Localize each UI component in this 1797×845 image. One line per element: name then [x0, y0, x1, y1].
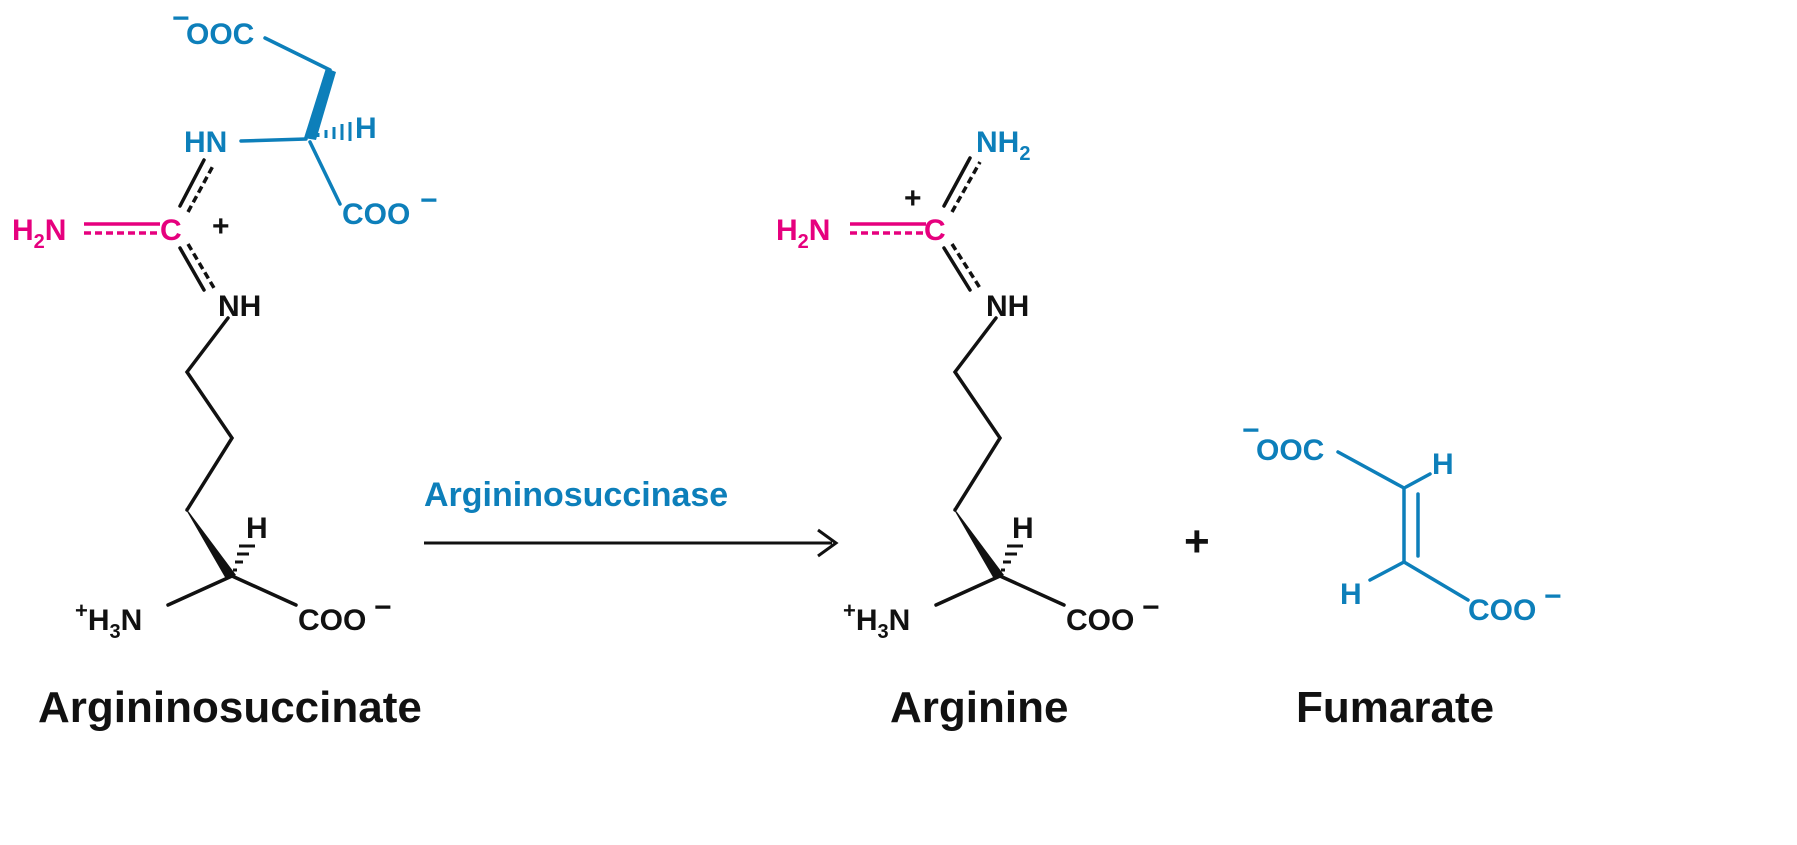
minus-sign: −: [420, 184, 438, 217]
minus-sign: −: [172, 2, 190, 35]
bond: [942, 246, 972, 292]
amino-h2n-label: H2N: [12, 214, 66, 253]
ammonium-label: +H3N: [843, 598, 910, 643]
partial-bond: [186, 243, 216, 289]
partial-bond: [186, 163, 216, 213]
bond: [230, 574, 298, 607]
ammonium-label: +H3N: [75, 598, 142, 643]
carboxylate-bottom-label: COO: [298, 604, 366, 637]
bond: [1404, 472, 1432, 489]
wedge-bond: [185, 508, 236, 579]
minus-sign: −: [1142, 591, 1160, 624]
bond: [1368, 560, 1406, 582]
imine-hn-label: HN: [184, 126, 227, 159]
positive-charge: +: [904, 182, 922, 215]
central-carbon-label: C: [924, 214, 946, 247]
amine-nh-label: NH: [986, 290, 1029, 323]
bond: [239, 137, 308, 143]
minus-sign: −: [1544, 580, 1562, 613]
product2-name: Fumarate: [1296, 683, 1494, 732]
fumarate-structure: − OOC H H COO −: [1242, 414, 1562, 627]
bond: [998, 574, 1066, 607]
reaction-arrow: [424, 528, 839, 558]
side-chain: [184, 316, 235, 512]
hashed-bond: [316, 122, 352, 141]
amino-h2n-label: H2N: [776, 214, 830, 253]
alpha-hydrogen-label: H: [1012, 512, 1034, 545]
product1-name: Arginine: [890, 683, 1068, 732]
positive-charge: +: [212, 210, 230, 243]
carboxylate-top-label: OOC: [1256, 434, 1324, 467]
partial-bond: [950, 243, 982, 289]
bond: [166, 574, 234, 607]
bond: [942, 156, 972, 208]
central-carbon-label: C: [160, 214, 182, 247]
bond: [178, 246, 206, 292]
carboxylate-side-label: COO: [342, 198, 410, 231]
enzyme-label: Argininosuccinase: [424, 476, 728, 514]
hashed-bond: [233, 544, 255, 572]
reactant-name: Argininosuccinate: [38, 683, 422, 732]
bond: [178, 158, 206, 208]
argininosuccinate-structure: − OOC H HN COO − H2N C + NH: [12, 2, 438, 643]
amine-nh-label: NH: [218, 290, 261, 323]
bond: [934, 574, 1002, 607]
carboxylate-bottom-label: COO: [1066, 604, 1134, 637]
wedge-bond: [953, 508, 1004, 579]
minus-sign: −: [374, 591, 392, 624]
carboxylate-bottom-label: COO: [1468, 594, 1536, 627]
carboxylate-top-label: OOC: [186, 18, 254, 51]
alpha-hydrogen-label: H: [246, 512, 268, 545]
bond: [1402, 560, 1470, 602]
bond: [263, 36, 332, 72]
wedge-bond: [304, 68, 336, 140]
amino-nh2-label: NH2: [976, 126, 1030, 165]
arginine-structure: NH2 + H2N C NH H +H3N COO −: [776, 126, 1160, 643]
minus-sign: −: [1242, 414, 1260, 447]
partial-bond: [950, 161, 982, 213]
side-chain: [952, 316, 1003, 512]
bond: [308, 140, 342, 206]
hydrogen-label: H: [355, 112, 377, 145]
bond: [1336, 450, 1406, 490]
hydrogen-top-label: H: [1432, 448, 1454, 481]
hashed-bond: [1001, 544, 1023, 572]
plus-sign: +: [1184, 517, 1210, 566]
hydrogen-bottom-label: H: [1340, 578, 1362, 611]
